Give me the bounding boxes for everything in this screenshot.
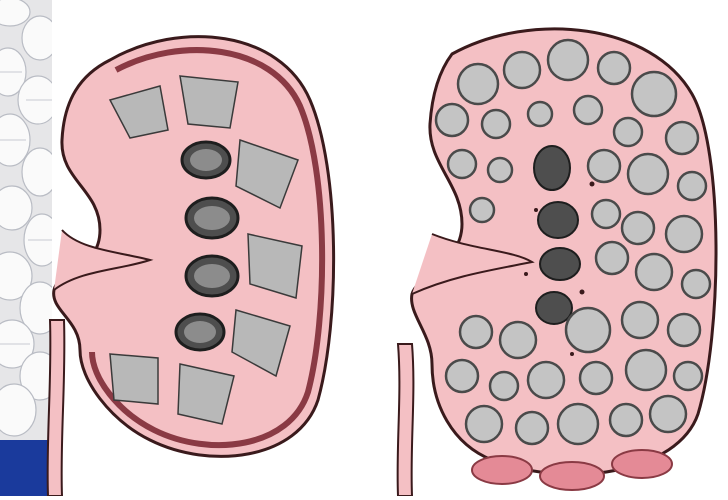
polycystic-kidney-section-icon	[392, 14, 728, 496]
normal-kidney-section-icon	[40, 20, 370, 496]
